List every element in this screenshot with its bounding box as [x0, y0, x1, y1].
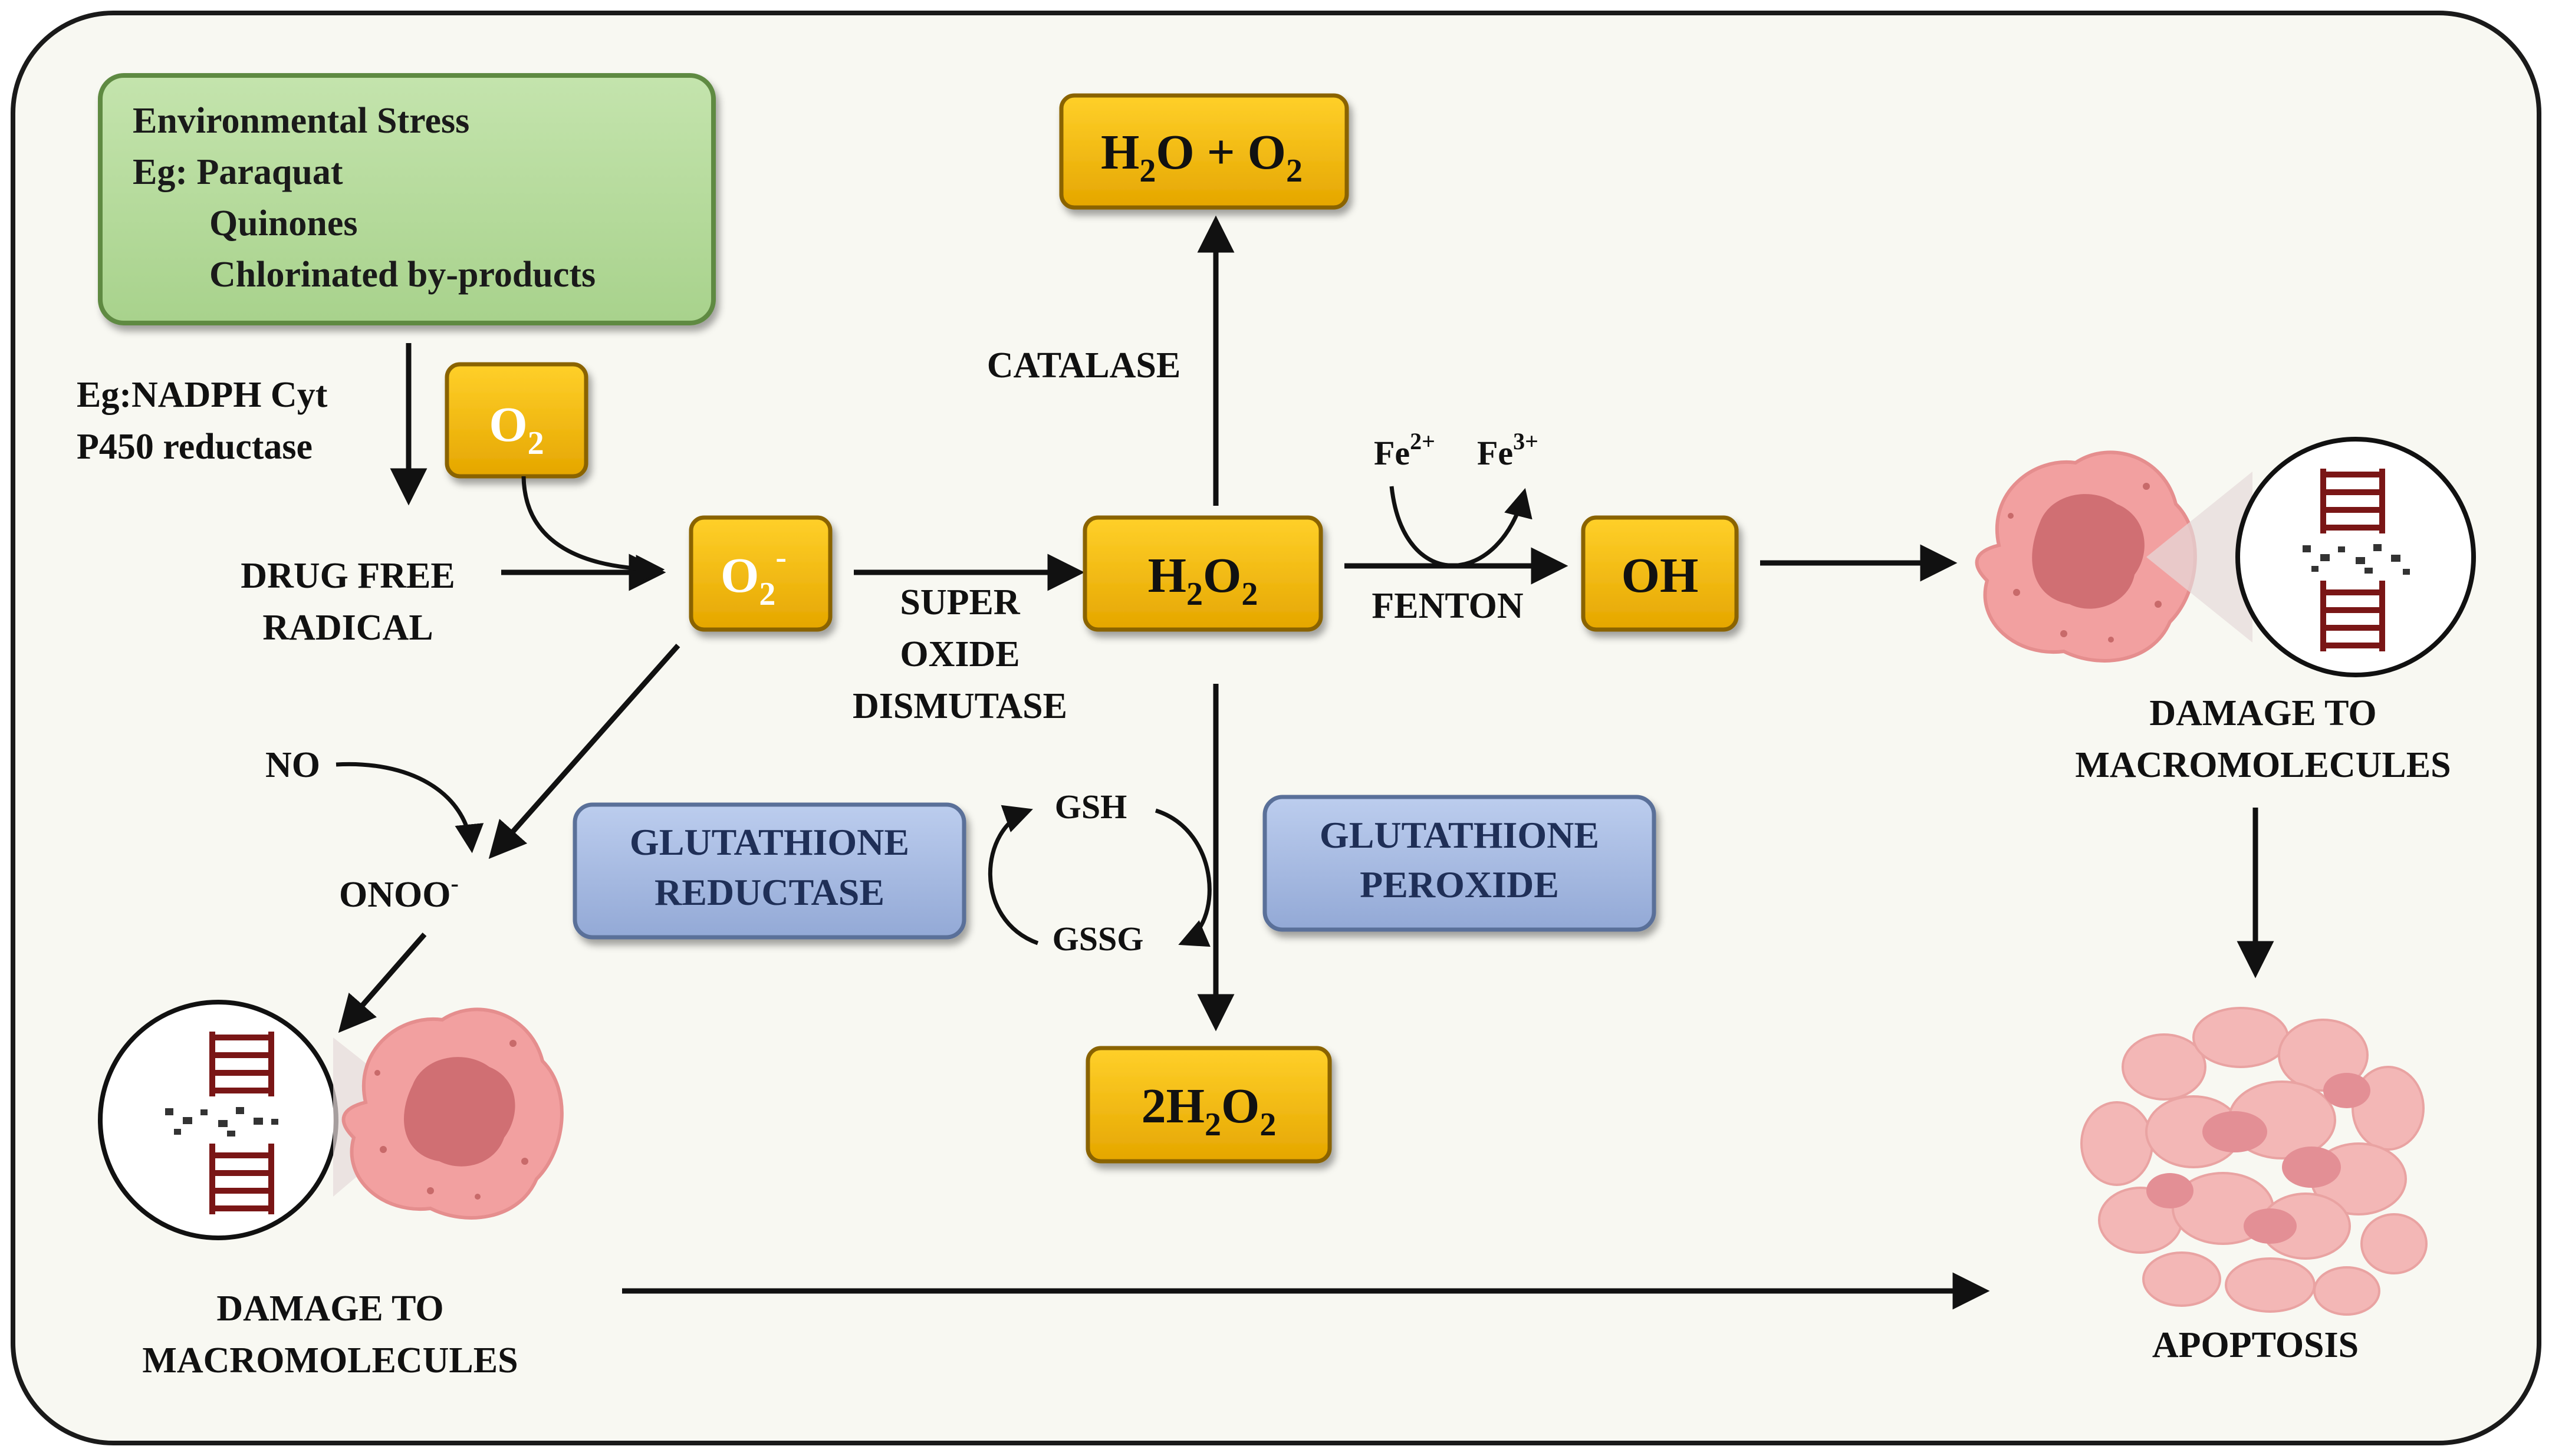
fe2-label: Fe2+ — [1374, 428, 1435, 472]
sod-line-1: SUPER — [900, 582, 1020, 622]
o2-node: O2 — [445, 362, 588, 479]
svg-text:H2O2: H2O2 — [1148, 548, 1258, 612]
catalase-label: CATALASE — [987, 345, 1180, 386]
damage-right-line-2: MACROMOLECULES — [2075, 745, 2451, 785]
damage-left-line-2: MACROMOLECULES — [142, 1340, 518, 1381]
peroxide-line-1: GLUTATHIONE — [1320, 814, 1599, 856]
two-h2o2-part-2: O — [1221, 1079, 1259, 1134]
peroxide-line-2: PEROXIDE — [1360, 864, 1559, 905]
arrow-gsh-to-gssg — [1155, 808, 1212, 947]
two-h2o2-sub-2: 2 — [1259, 1106, 1276, 1143]
apoptosis-label: APOPTOSIS — [2152, 1325, 2359, 1365]
water-sub-1: 2 — [1139, 153, 1156, 189]
svg-text:O2-: O2- — [721, 539, 787, 612]
arrow-superoxide-to-peroxynitrite — [488, 644, 680, 859]
drug-radical-line-2: RADICAL — [262, 608, 433, 648]
water-part-2: O + O — [1156, 125, 1286, 180]
oh-text: OH — [1622, 548, 1699, 603]
water-oxygen-node: H2O + O2 — [1059, 93, 1349, 210]
damaged-cell-icon — [1975, 450, 2197, 663]
apoptotic-fragments-icon — [2080, 1007, 2428, 1316]
zoom-wedge-right — [2146, 472, 2252, 643]
o2-base: O — [489, 397, 527, 452]
peroxynitrite-label: ONOO- — [339, 870, 459, 915]
env-line-3: Quinones — [209, 203, 358, 243]
no-label: NO — [265, 745, 320, 785]
svg-text:H2O + O2: H2O + O2 — [1101, 125, 1303, 189]
glutathione-peroxide-box: GLUTATHIONE PEROXIDE — [1262, 795, 1656, 932]
hydroxyl-node: OH — [1581, 515, 1739, 632]
h2o2-sub-1: 2 — [1186, 576, 1203, 612]
gssg-label: GSSG — [1053, 920, 1144, 958]
fenton-label: FENTON — [1372, 586, 1523, 626]
drug-radical-line-1: DRUG FREE — [241, 556, 455, 596]
damage-left-line-1: DAMAGE TO — [216, 1289, 443, 1329]
superoxide-sub: 2 — [759, 576, 775, 612]
h2o2-part-2: O — [1203, 548, 1241, 603]
broken-dna-icon-left — [98, 1000, 338, 1240]
svg-text:O2: O2 — [489, 397, 544, 462]
two-h2o2-sub-1: 2 — [1205, 1106, 1221, 1143]
env-line-4: Chlorinated by-products — [209, 255, 596, 295]
arrow-o2-curve — [521, 476, 665, 584]
reductase-line-1: GLUTATHIONE — [630, 821, 909, 863]
superoxide-sup: - — [775, 539, 787, 576]
nadph-note-line-1: Eg:NADPH Cyt — [77, 375, 328, 415]
superoxide-node: O2- — [689, 515, 833, 632]
damaged-cell-icon-left — [341, 1007, 564, 1220]
arrow-peroxynitrite-to-damage — [338, 933, 427, 1033]
arrow-gssg-to-gsh — [988, 805, 1039, 946]
glutathione-reductase-box: GLUTATHIONE REDUCTASE — [573, 802, 966, 940]
env-line-2: Eg: Paraquat — [133, 152, 343, 192]
two-h2o2-node: 2H2O2 — [1086, 1046, 1332, 1164]
water-part-1: H — [1101, 125, 1139, 180]
two-h2o2-part-1: 2H — [1142, 1079, 1205, 1134]
nadph-note-line-2: P450 reductase — [77, 427, 313, 467]
h2o2-part-1: H — [1148, 548, 1186, 603]
svg-text:2H2O2: 2H2O2 — [1142, 1079, 1277, 1143]
h2o2-node: H2O2 — [1083, 515, 1323, 632]
fe3-label: Fe3+ — [1477, 428, 1538, 472]
env-line-1: Environmental Stress — [133, 101, 469, 141]
h2o2-sub-2: 2 — [1241, 576, 1258, 612]
water-sub-2: 2 — [1286, 153, 1303, 189]
diagram-panel — [11, 11, 2541, 1445]
damage-right-line-1: DAMAGE TO — [2149, 693, 2376, 733]
broken-dna-icon — [2235, 437, 2476, 677]
sod-line-2: OXIDE — [900, 634, 1020, 674]
superoxide-base: O — [721, 548, 759, 603]
arrow-no-curve — [336, 762, 484, 854]
gsh-label: GSH — [1055, 788, 1127, 826]
environmental-stress-box: Environmental Stress Eg: Paraquat Quinon… — [98, 73, 716, 325]
o2-sub: 2 — [528, 425, 544, 462]
sod-line-3: DISMUTASE — [853, 686, 1067, 726]
reductase-line-2: REDUCTASE — [655, 871, 884, 913]
